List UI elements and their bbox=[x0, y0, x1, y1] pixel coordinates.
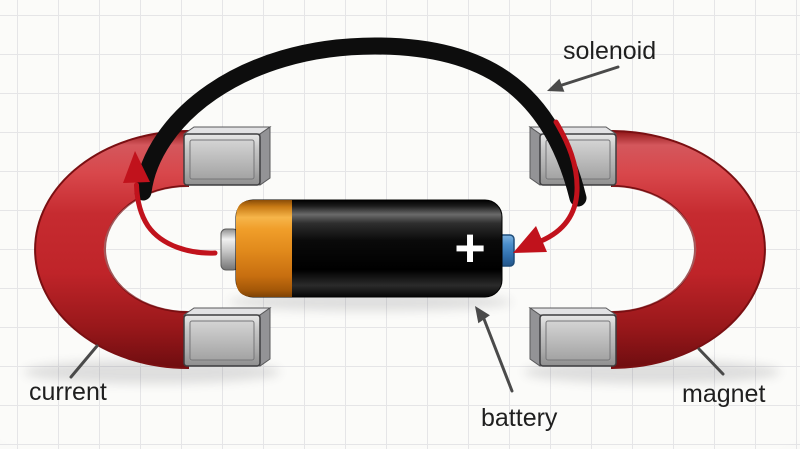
label-current: current bbox=[29, 378, 107, 406]
left-magnet-bottom-pole bbox=[182, 307, 272, 367]
current-arrow-left bbox=[123, 151, 218, 256]
label-solenoid: solenoid bbox=[563, 37, 657, 65]
right-magnet-body bbox=[611, 129, 766, 370]
leader-solenoid bbox=[547, 65, 620, 92]
right-magnet bbox=[528, 126, 766, 370]
leader-battery bbox=[475, 306, 514, 393]
label-battery: battery bbox=[481, 404, 558, 432]
solenoid-wire bbox=[134, 37, 587, 207]
right-magnet-inner-highlight bbox=[611, 186, 697, 312]
pole-top-face bbox=[182, 307, 272, 316]
pole-side-face bbox=[529, 307, 541, 367]
battery-orange-cap bbox=[236, 200, 292, 297]
current-arrow-right-shaft bbox=[538, 119, 580, 244]
pole-panel bbox=[189, 139, 255, 180]
left-magnet-body bbox=[34, 129, 189, 370]
leader-magnet-line bbox=[697, 347, 725, 376]
leader-battery-head bbox=[475, 306, 490, 324]
right-magnet-bottom-pole bbox=[528, 307, 618, 367]
leader-solenoid-head bbox=[547, 78, 565, 92]
pole-panel bbox=[189, 320, 255, 361]
battery-plus-symbol: + bbox=[454, 218, 486, 278]
current-arrow-right-head bbox=[513, 226, 547, 253]
label-magnet: magnet bbox=[682, 380, 766, 408]
current-arrow-left-head bbox=[123, 151, 150, 183]
pole-side-face bbox=[259, 307, 271, 367]
current-arrow-left-shaft bbox=[134, 182, 218, 256]
battery bbox=[220, 199, 515, 298]
pole-top-face bbox=[182, 126, 272, 135]
left-magnet-top-pole bbox=[182, 126, 272, 186]
leader-current-line bbox=[69, 344, 99, 379]
pole-side-face bbox=[529, 126, 541, 186]
pole-panel bbox=[545, 320, 611, 361]
pole-side-face bbox=[259, 126, 271, 186]
pole-top-face bbox=[528, 307, 618, 316]
battery-negative-terminal bbox=[220, 228, 239, 271]
leader-battery-line bbox=[482, 317, 514, 393]
leader-solenoid-line bbox=[557, 65, 620, 88]
current-arrow-right bbox=[513, 119, 580, 253]
